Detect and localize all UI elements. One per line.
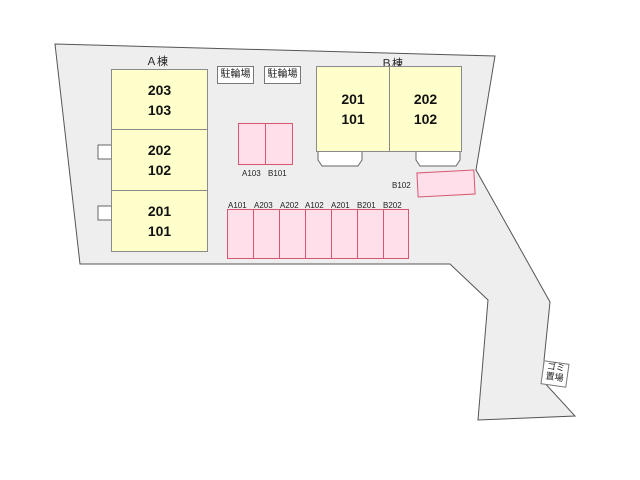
parking-space-b101	[265, 123, 293, 165]
porch-a-lower	[97, 205, 111, 221]
unit-number: 203	[147, 81, 172, 98]
parking-space-b201	[357, 209, 384, 259]
parking-space-a101	[227, 209, 254, 259]
parking-label-a202: A202	[280, 201, 299, 210]
garbage-collection-point: ゴミ 置場	[540, 360, 570, 388]
parking-label-b101: B101	[268, 169, 287, 178]
building-a-unit-2: 202 102	[111, 129, 208, 191]
parking-label-a203: A203	[254, 201, 273, 210]
parking-space-a203	[253, 209, 280, 259]
building-a-label: Ａ棟	[146, 55, 168, 68]
porch-a-upper	[97, 144, 111, 160]
porch-b-left	[317, 152, 363, 167]
parking-space-b202	[383, 209, 409, 259]
parking-label-b202: B202	[383, 201, 402, 210]
unit-number: 101	[341, 111, 365, 127]
parking-label-b201: B201	[357, 201, 376, 210]
bicycle-parking-2: 駐輪場	[264, 66, 301, 84]
parking-label-a103: A103	[242, 169, 261, 178]
unit-number: 102	[147, 162, 172, 178]
unit-number: 201	[147, 203, 172, 219]
parking-space-b102	[416, 169, 476, 198]
building-b-unit-1: 201 101	[316, 66, 390, 152]
parking-space-a201	[331, 209, 358, 259]
garbage-label-line2: 置場	[544, 371, 565, 385]
parking-label-a201: A201	[331, 201, 350, 210]
parking-label-a101: A101	[228, 201, 247, 210]
building-a-unit-3: 201 101	[111, 190, 208, 252]
porch-b-right	[415, 152, 461, 167]
bicycle-parking-1: 駐輪場	[217, 66, 254, 84]
unit-number: 103	[147, 101, 172, 118]
parking-space-a102	[305, 209, 332, 259]
parking-space-a103	[238, 123, 266, 165]
unit-number: 102	[413, 111, 438, 127]
building-b-unit-2: 202 102	[389, 66, 462, 152]
building-a-unit-1: 203 103	[111, 69, 208, 130]
unit-number: 201	[341, 91, 365, 107]
parking-label-a102: A102	[305, 201, 324, 210]
unit-number: 202	[413, 91, 438, 107]
parking-space-a202	[279, 209, 306, 259]
parking-label-b102: B102	[392, 181, 411, 190]
unit-number: 101	[147, 223, 172, 239]
unit-number: 202	[147, 142, 172, 158]
